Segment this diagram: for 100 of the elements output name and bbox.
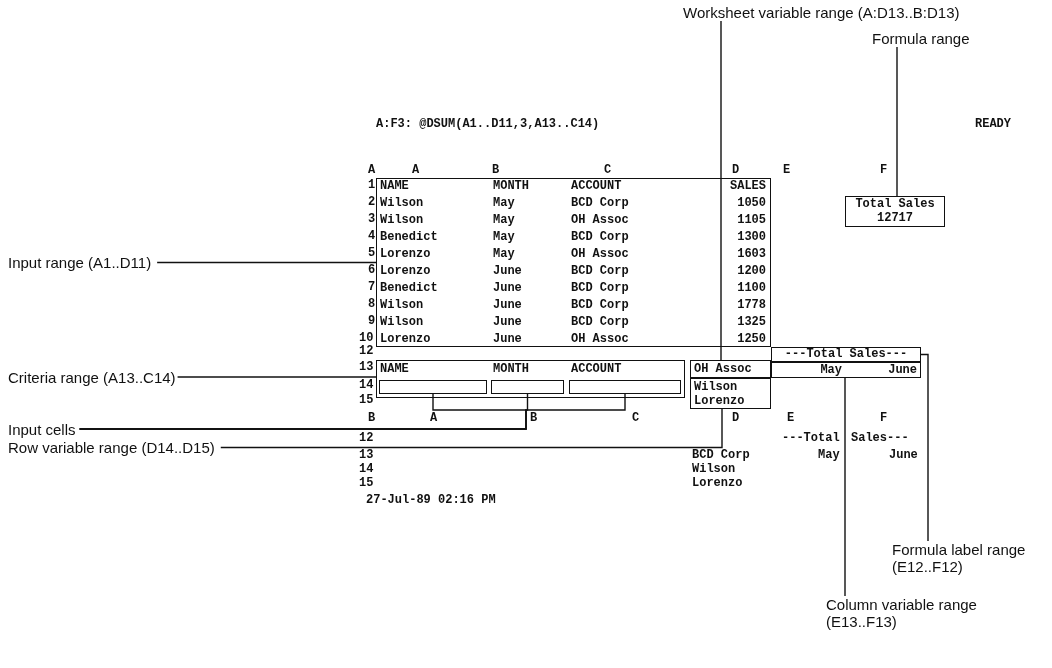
row-number: 3	[368, 213, 376, 226]
range-outline	[771, 362, 921, 378]
range-outline	[376, 178, 771, 347]
sheet-entry: 1300	[737, 231, 766, 244]
row-number: 9	[368, 315, 376, 328]
row-number: 15	[359, 477, 374, 490]
row-number: 7	[368, 281, 376, 294]
sheet-entry: Benedict	[380, 282, 438, 295]
sheet-entry: May	[493, 248, 515, 261]
sheet-entry: June	[493, 265, 522, 278]
sheet-entry: BCD Corp	[571, 231, 629, 244]
row-number: 14	[359, 463, 374, 476]
sheet-entry: NAME	[380, 180, 409, 193]
sheet-entry: Benedict	[380, 231, 438, 244]
column-letter: C	[632, 412, 640, 425]
sheet-entry: Wilson	[692, 463, 736, 476]
leader-line	[720, 20, 722, 361]
sheet-entry: ACCOUNT	[571, 180, 622, 193]
status-text: READY	[975, 118, 1011, 131]
range-outline	[376, 360, 685, 398]
sheet-entry: SALES	[730, 180, 766, 193]
callout-label: Formula range	[872, 30, 970, 47]
sheet-entry: Lorenzo	[380, 333, 431, 346]
sheet-entry: May	[493, 231, 515, 244]
column-letter: B	[530, 412, 538, 425]
sheet-entry: BCD Corp	[571, 299, 629, 312]
sheet-entry: May	[493, 197, 515, 210]
sheet-entry: ---Total Sales---	[783, 348, 909, 361]
column-letter: A	[430, 412, 438, 425]
column-letter: B	[492, 164, 500, 177]
column-letter: F	[880, 164, 888, 177]
sheet-entry: ---Total	[782, 432, 840, 445]
leader-line	[896, 46, 898, 197]
callout-label: Input cells	[8, 420, 76, 438]
column-letter: A	[412, 164, 420, 177]
sheet-entry: Lorenzo	[694, 395, 745, 408]
sheet-entry: June	[888, 364, 917, 377]
sheet-entry: OH Assoc	[571, 333, 629, 346]
row-number: 1	[368, 179, 376, 192]
column-letter: E	[787, 412, 795, 425]
sheet-entry: OH Assoc	[694, 363, 752, 376]
sheet-entry: May	[820, 364, 842, 377]
sheet-entry: 1105	[737, 214, 766, 227]
leader-line	[220, 408, 723, 449]
sheet-entry: 12717	[876, 212, 914, 225]
sheet-entry: June	[493, 282, 522, 295]
timestamp: 27-Jul-89 02:16 PM	[366, 494, 496, 507]
column-letter: D	[732, 164, 740, 177]
sheet-entry: BCD Corp	[692, 449, 750, 462]
row-number: 2	[368, 196, 376, 209]
sheet-entry: 1100	[737, 282, 766, 295]
sheet-entry: May	[818, 449, 840, 462]
row-number: 15	[359, 394, 374, 407]
row-number: 13	[359, 449, 374, 462]
sheet-entry: Lorenzo	[380, 265, 431, 278]
column-letter: C	[604, 164, 612, 177]
sheet-entry: 1778	[737, 299, 766, 312]
row-number: 6	[368, 264, 376, 277]
callout-label: Row variable range (D14..D15)	[8, 439, 215, 456]
row-number: 14	[359, 379, 374, 392]
row-number: 4	[368, 230, 376, 243]
row-number: 12	[359, 432, 374, 445]
leader-line	[844, 377, 846, 597]
sheet-entry: NAME	[380, 363, 409, 376]
row-number: A	[368, 164, 376, 177]
row-number: 8	[368, 298, 376, 311]
input-cell-outline	[569, 380, 681, 394]
sheet-entry: Wilson	[380, 299, 424, 312]
range-outline	[845, 196, 945, 227]
column-letter: F	[880, 412, 888, 425]
sheet-entry: 1250	[737, 333, 766, 346]
sheet-entry: ACCOUNT	[571, 363, 622, 376]
callout-label: Criteria range (A13..C14)	[8, 368, 176, 386]
sheet-entry: BCD Corp	[571, 282, 629, 295]
input-cell-outline	[491, 380, 564, 394]
column-letter: D	[732, 412, 740, 425]
sheet-entry: OH Assoc	[571, 248, 629, 261]
sheet-entry: Wilson	[380, 197, 424, 210]
sheet-entry: Wilson	[380, 214, 424, 227]
row-number: B	[368, 412, 376, 425]
sheet-entry: Total Sales	[854, 198, 936, 211]
sheet-entry: MONTH	[493, 180, 529, 193]
leader-line	[176, 376, 377, 378]
callout-label: Input range (A1..D11)	[8, 254, 152, 271]
callout-label: Column variable range (E13..F13)	[826, 596, 1001, 630]
range-outline	[690, 360, 771, 378]
range-outline	[690, 378, 771, 409]
sheet-entry: Lorenzo	[692, 477, 743, 490]
leader-line	[920, 353, 929, 542]
row-number: 12	[359, 345, 374, 358]
row-number: 5	[368, 247, 376, 260]
sheet-entry: BCD Corp	[571, 265, 629, 278]
sheet-entry: BCD Corp	[571, 197, 629, 210]
sheet-entry: Lorenzo	[380, 248, 431, 261]
row-number: 13	[359, 361, 374, 374]
callout-label: Formula label range (E12..F12)	[892, 541, 1052, 575]
sheet-entry: 1200	[737, 265, 766, 278]
sheet-entry: Wilson	[380, 316, 424, 329]
sheet-entry: BCD Corp	[571, 316, 629, 329]
sheet-entry: June	[493, 316, 522, 329]
